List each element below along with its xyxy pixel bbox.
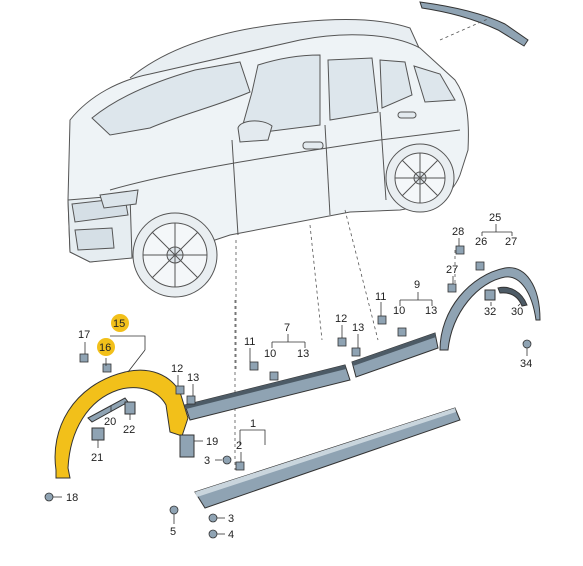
- callout-34: 34: [520, 358, 532, 370]
- clip-22[interactable]: [124, 401, 136, 415]
- clip-30[interactable]: [497, 286, 528, 307]
- rear-wheel-arch-trim[interactable]: [439, 267, 541, 351]
- callout-20: 20: [104, 416, 116, 428]
- callout-3-lower: 3: [228, 513, 234, 525]
- callout-27-right: 27: [505, 236, 517, 248]
- callout-27-left: 27: [446, 264, 458, 276]
- callout-21: 21: [91, 452, 103, 464]
- callout-12-left: 12: [171, 363, 183, 375]
- callout-11-right: 11: [375, 291, 386, 303]
- callout-lines: [53, 224, 528, 535]
- callout-2: 2: [236, 440, 242, 452]
- dashed-leader-lines: [234, 17, 491, 470]
- cover-part-19[interactable]: [179, 434, 195, 458]
- callout-3-upper: 3: [204, 455, 210, 467]
- fasteners: [44, 245, 532, 539]
- callout-4: 4: [228, 529, 234, 541]
- callout-15: 15: [113, 318, 125, 330]
- callout-30: 30: [511, 306, 523, 318]
- callout-25: 25: [489, 212, 501, 224]
- highlight-marker-15: [111, 314, 129, 332]
- wheel-arch-trim-highlighted[interactable]: [54, 369, 189, 479]
- rear-door-molding[interactable]: [351, 332, 439, 378]
- callout-9: 9: [414, 279, 420, 291]
- callout-17: 17: [78, 329, 90, 341]
- callout-32: 32: [484, 306, 496, 318]
- clip-21[interactable]: [91, 427, 105, 441]
- callout-18: 18: [66, 492, 78, 504]
- callout-1: 1: [250, 418, 256, 430]
- callout-16: 16: [99, 342, 111, 354]
- clip-32[interactable]: [484, 289, 496, 301]
- callout-10-right: 10: [393, 305, 405, 317]
- callout-numbers: 15 16 17 18 19 20 21 22 12 13 1 2 3 3 4 …: [66, 212, 532, 541]
- callout-28: 28: [452, 226, 464, 238]
- callout-13-mid: 13: [297, 348, 309, 360]
- callout-13-right: 13: [425, 305, 437, 317]
- callout-11-mid: 11: [244, 336, 255, 348]
- callout-19: 19: [206, 436, 218, 448]
- side-sill-panel[interactable]: [194, 407, 461, 509]
- callout-26: 26: [475, 236, 487, 248]
- callout-10-mid: 10: [264, 348, 276, 360]
- car-illustration: [67, 1, 529, 298]
- callout-13-mid2: 13: [352, 322, 364, 334]
- highlight-marker-16: [97, 338, 115, 356]
- callout-7: 7: [284, 322, 290, 334]
- front-door-molding[interactable]: [184, 364, 351, 421]
- callout-22: 22: [123, 424, 135, 436]
- callout-12-mid: 12: [335, 313, 347, 325]
- callout-5: 5: [170, 526, 176, 538]
- callout-13-left: 13: [187, 372, 199, 384]
